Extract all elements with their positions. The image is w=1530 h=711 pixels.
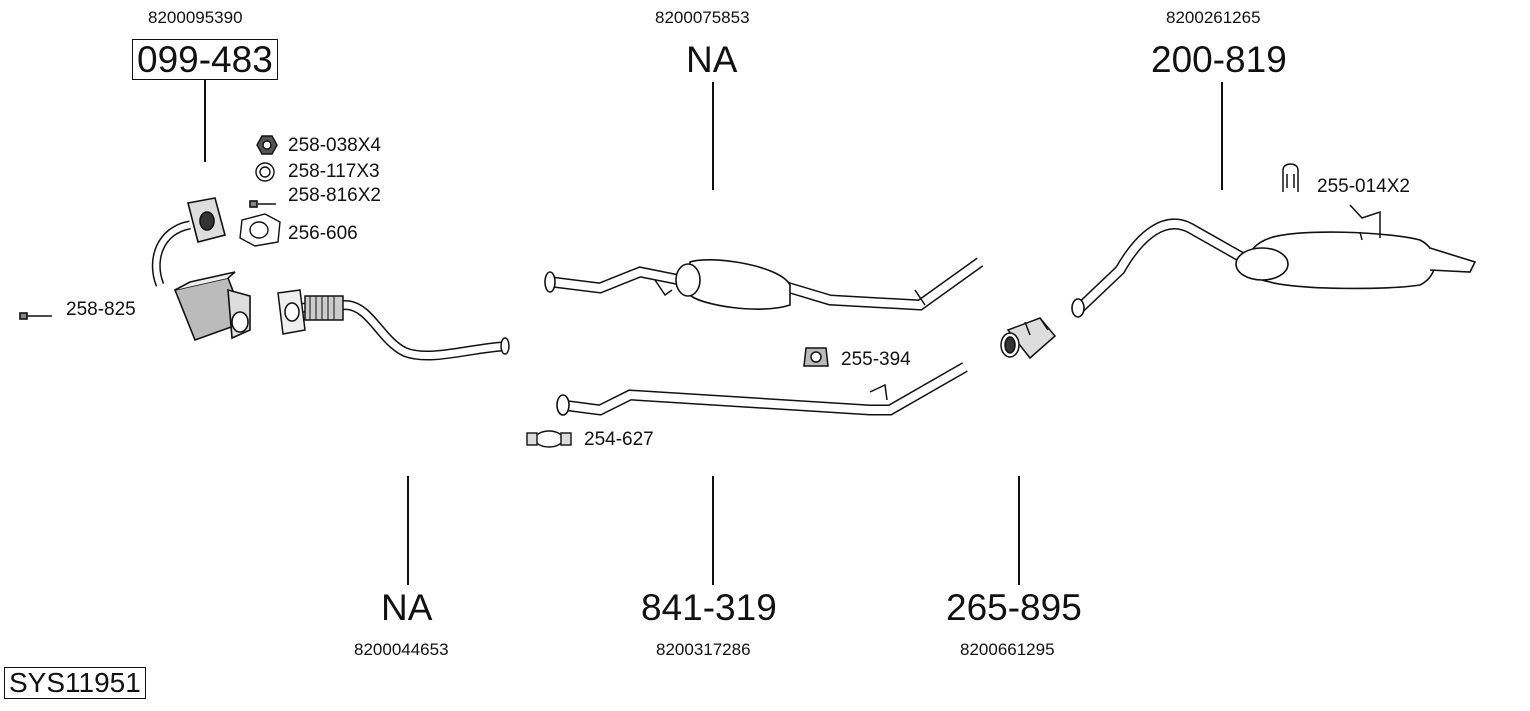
label-clamp: 254-627 xyxy=(584,429,654,450)
nut-icon xyxy=(256,135,278,155)
label-gasket: 256-606 xyxy=(288,223,358,244)
oem-number-top-right: 8200261265 xyxy=(1166,8,1261,27)
oem-number-top-left: 8200095390 xyxy=(148,8,243,27)
part-number-bottom-right: 265-895 xyxy=(946,587,1082,628)
intermediate-pipe xyxy=(556,362,968,416)
bolt-icon xyxy=(19,312,52,320)
rubber-mount-icon xyxy=(803,347,829,367)
oem-number-bottom-right: 8200661295 xyxy=(960,640,1055,659)
part-number-top-center: NA xyxy=(686,39,738,80)
oem-number-top-center: 8200075853 xyxy=(655,8,750,27)
label-stud: 258-816X2 xyxy=(288,185,381,206)
front-pipe xyxy=(277,289,510,361)
oem-number-bottom-center: 8200317286 xyxy=(656,640,751,659)
part-number-bottom-center: 841-319 xyxy=(641,587,777,628)
label-bolt: 258-825 xyxy=(66,299,136,320)
rear-silencer xyxy=(1071,204,1477,318)
centre-silencer xyxy=(544,257,984,311)
connector-clamp xyxy=(1000,317,1057,360)
label-ring: 258-117X3 xyxy=(288,161,380,182)
hanger-icon xyxy=(1282,163,1299,192)
part-number-top-right: 200-819 xyxy=(1151,39,1287,80)
ring-icon xyxy=(255,162,275,182)
catalytic-converter xyxy=(151,197,251,342)
system-id: SYS11951 xyxy=(4,667,146,699)
label-hanger-mid: 255-394 xyxy=(841,349,911,370)
label-hanger-rear: 255-014X2 xyxy=(1317,176,1410,197)
clamp-icon xyxy=(526,430,572,448)
stud-icon xyxy=(249,200,276,208)
gasket-icon xyxy=(239,213,281,247)
part-number-top-left: 099-483 xyxy=(132,39,278,80)
oem-number-bottom-left: 8200044653 xyxy=(354,640,449,659)
part-number-bottom-left: NA xyxy=(381,587,433,628)
label-nut: 258-038X4 xyxy=(288,135,381,156)
